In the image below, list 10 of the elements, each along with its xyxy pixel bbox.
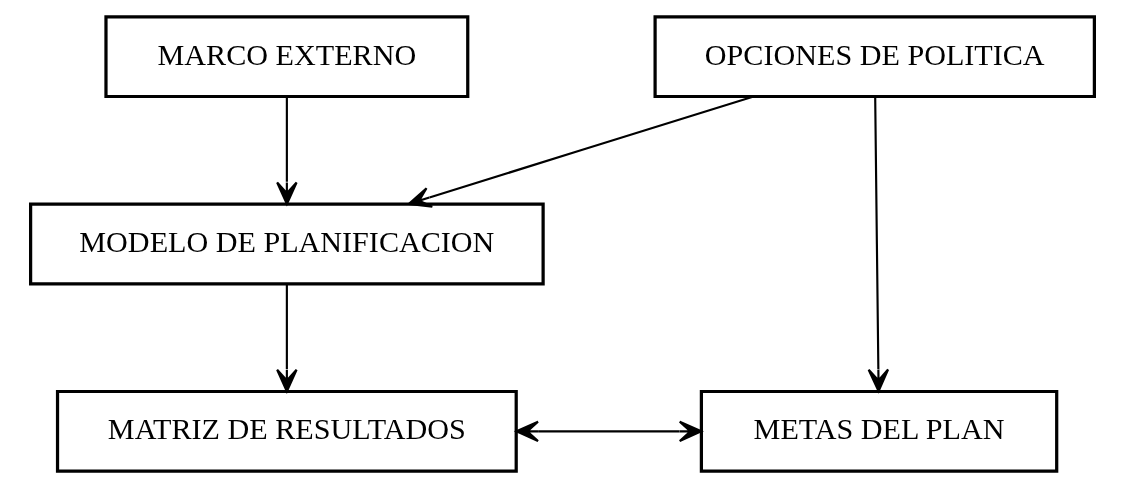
arrow bbox=[514, 420, 702, 443]
node-box: MARCO EXTERNO bbox=[103, 15, 469, 99]
arrow bbox=[275, 284, 298, 393]
node-box: MODELO DE PLANIFICACION bbox=[28, 202, 545, 286]
node-box: OPCIONES DE POLITICA bbox=[653, 15, 1096, 99]
arrow bbox=[275, 96, 298, 206]
node-box: METAS DEL PLAN bbox=[699, 389, 1058, 473]
arrow bbox=[407, 95, 754, 208]
arrow bbox=[867, 97, 889, 393]
node-box: MATRIZ DE RESULTADOS bbox=[55, 389, 518, 473]
